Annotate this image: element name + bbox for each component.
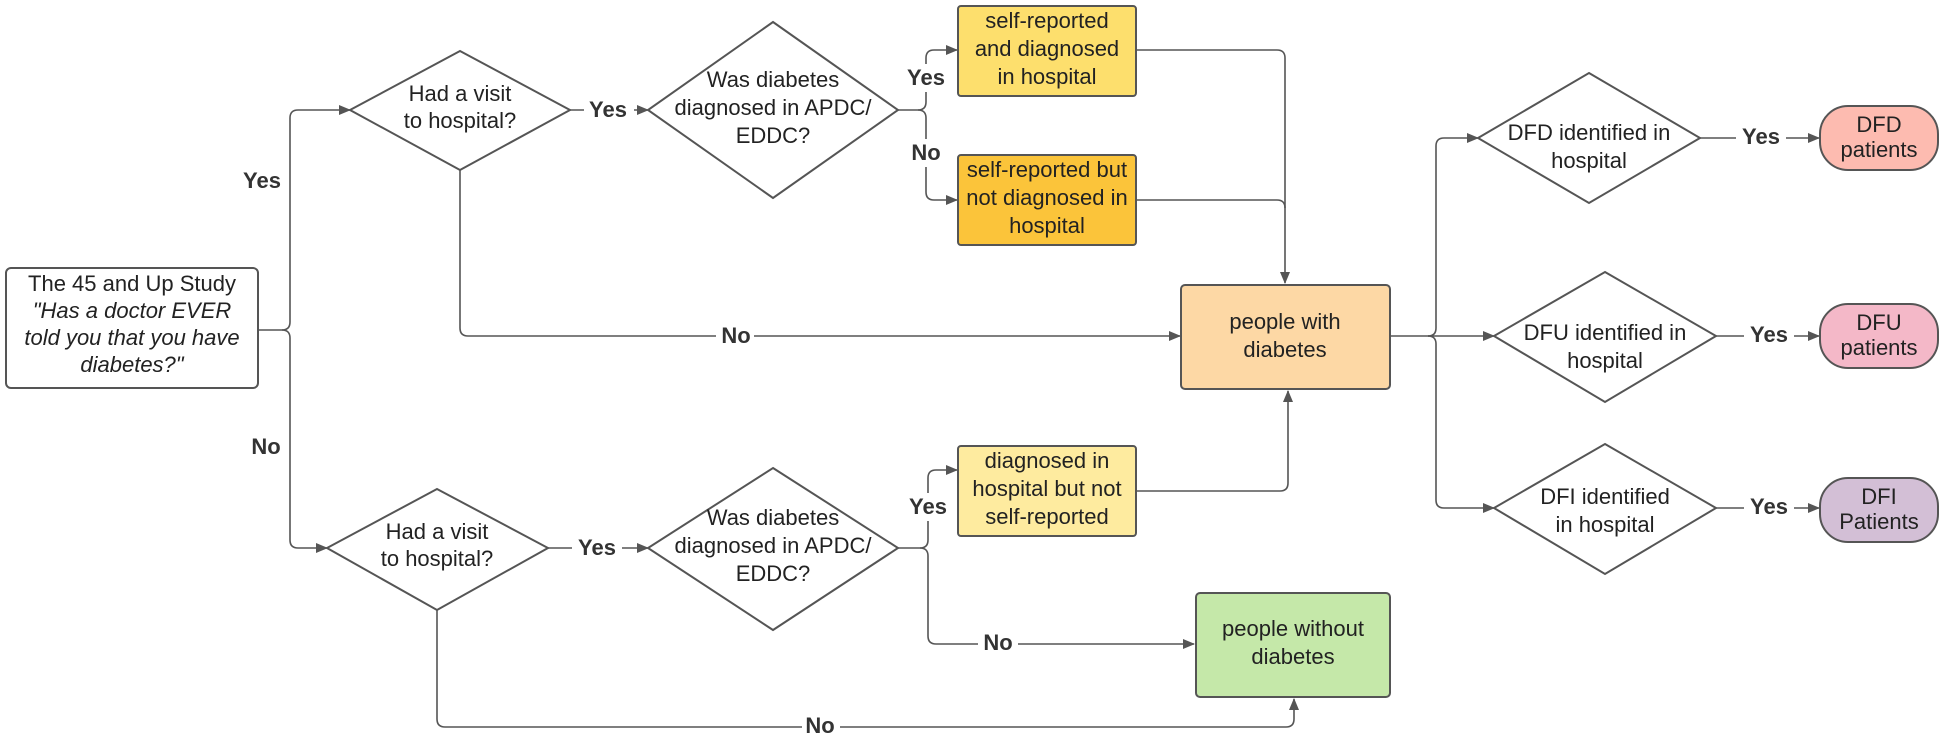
node-self-diag-line3: in hospital	[997, 64, 1096, 89]
node-diag-bottom-line2: diagnosed in APDC/	[675, 533, 873, 558]
node-start-line4: diabetes?"	[80, 352, 184, 377]
label-diag-bottom-yes: Yes	[909, 494, 947, 519]
node-diag-bottom-line1: Was diabetes	[707, 505, 839, 530]
connector-labels: Yes No Yes No Yes No Yes No Yes No Yes Y…	[243, 64, 1794, 736]
node-visit-top-line1: Had a visit	[409, 81, 512, 106]
node-visit-top: Had a visit to hospital?	[347, 49, 573, 172]
node-self-not-diag-line2: not diagnosed in	[966, 185, 1127, 210]
label-dfi-yes: Yes	[1750, 494, 1788, 519]
label-start-no: No	[251, 434, 280, 459]
label-visit-top-no: No	[721, 323, 750, 348]
node-dfu-question: DFU identified in hospital	[1492, 270, 1718, 404]
connector-visit-top-no	[459, 170, 1181, 341]
node-diag-not-self: diagnosed in hospital but not self-repor…	[957, 445, 1137, 537]
connector-self-diag-to-people-with	[1136, 49, 1290, 284]
node-start: The 45 and Up Study "Has a doctor EVER t…	[5, 267, 259, 389]
node-self-diag-line2: and diagnosed	[975, 36, 1119, 61]
node-self-diag: self-reported and diagnosed in hospital	[957, 5, 1137, 97]
node-people-with: people with diabetes	[1180, 284, 1391, 390]
node-people-without-line1: people without	[1222, 616, 1364, 641]
node-diag-top: Was diabetes diagnosed in APDC/ EDDC?	[646, 20, 900, 200]
node-dfd-patients-line1: DFD	[1856, 112, 1901, 137]
label-diag-top-yes: Yes	[907, 65, 945, 90]
label-dfd-yes: Yes	[1742, 124, 1780, 149]
node-people-with-line2: diabetes	[1243, 337, 1326, 362]
node-dfi-question-line1: DFI identified	[1540, 484, 1670, 509]
node-diag-not-self-line1: diagnosed in	[985, 448, 1110, 473]
node-dfd-patients: DFD patients	[1819, 105, 1939, 171]
node-dfi-patients: DFI Patients	[1819, 477, 1939, 543]
node-dfi-patients-line2: Patients	[1839, 509, 1919, 534]
node-diag-bottom: Was diabetes diagnosed in APDC/ EDDC?	[646, 466, 900, 632]
connector-start-to-visit-bottom	[281, 329, 328, 553]
node-dfi-question-line2: in hospital	[1555, 512, 1654, 537]
node-visit-bottom-line2: to hospital?	[381, 546, 494, 571]
node-start-line3: told you that you have	[24, 325, 239, 350]
node-people-without-line2: diabetes	[1251, 644, 1334, 669]
node-diag-not-self-line2: hospital but not	[972, 476, 1121, 501]
label-diag-bottom-no: No	[983, 630, 1012, 655]
node-dfd-question-line2: hospital	[1551, 148, 1627, 173]
node-dfd-question-line1: DFD identified in	[1508, 120, 1671, 145]
node-start-line2: "Has a doctor EVER	[33, 298, 232, 323]
node-visit-top-line2: to hospital?	[404, 108, 517, 133]
node-dfi-patients-line1: DFI	[1861, 484, 1896, 509]
node-dfd-question: DFD identified in hospital	[1476, 71, 1702, 205]
label-visit-top-yes: Yes	[589, 97, 627, 122]
node-self-not-diag-line1: self-reported but	[967, 157, 1127, 182]
label-dfu-yes: Yes	[1750, 322, 1788, 347]
node-diag-bottom-line3: EDDC?	[736, 561, 811, 586]
node-dfu-patients-line1: DFU	[1856, 310, 1901, 335]
connector-diag-top-no	[917, 109, 958, 205]
label-start-yes: Yes	[243, 168, 281, 193]
connector-self-not-diag-to-people-with	[1136, 199, 1286, 209]
node-start-line1: The 45 and Up Study	[28, 271, 236, 296]
node-visit-bottom-line1: Had a visit	[386, 519, 489, 544]
label-visit-bottom-no: No	[805, 713, 834, 736]
connector-visit-bottom-no	[436, 610, 1299, 728]
node-dfu-question-line1: DFU identified in	[1524, 320, 1687, 345]
node-diag-top-line2: diagnosed in APDC/	[675, 95, 873, 120]
connector-start-to-visit-top	[258, 105, 351, 331]
node-dfu-patients: DFU patients	[1819, 303, 1939, 369]
node-diag-top-line3: EDDC?	[736, 123, 811, 148]
node-visit-bottom: Had a visit to hospital?	[324, 487, 551, 612]
label-visit-bottom-yes: Yes	[578, 535, 616, 560]
node-people-with-line1: people with	[1229, 309, 1340, 334]
connector-people-with-to-dfi	[1427, 335, 1495, 513]
connector-diag-bottom-no	[919, 547, 1195, 649]
node-dfu-question-line2: hospital	[1567, 348, 1643, 373]
node-dfi-question: DFI identified in hospital	[1492, 442, 1718, 576]
node-self-not-diag: self-reported but not diagnosed in hospi…	[957, 154, 1137, 246]
label-diag-top-no: No	[911, 140, 940, 165]
node-self-not-diag-line3: hospital	[1009, 213, 1085, 238]
node-people-without: people without diabetes	[1195, 592, 1391, 698]
node-dfu-patients-line2: patients	[1840, 335, 1917, 360]
node-dfd-patients-line2: patients	[1840, 137, 1917, 162]
node-diag-not-self-line3: self-reported	[985, 504, 1109, 529]
node-diag-top-line1: Was diabetes	[707, 67, 839, 92]
connector-diag-not-self-to-people-with	[1136, 390, 1293, 492]
connector-people-with-to-dfd	[1390, 133, 1479, 337]
node-self-diag-line1: self-reported	[985, 8, 1109, 33]
